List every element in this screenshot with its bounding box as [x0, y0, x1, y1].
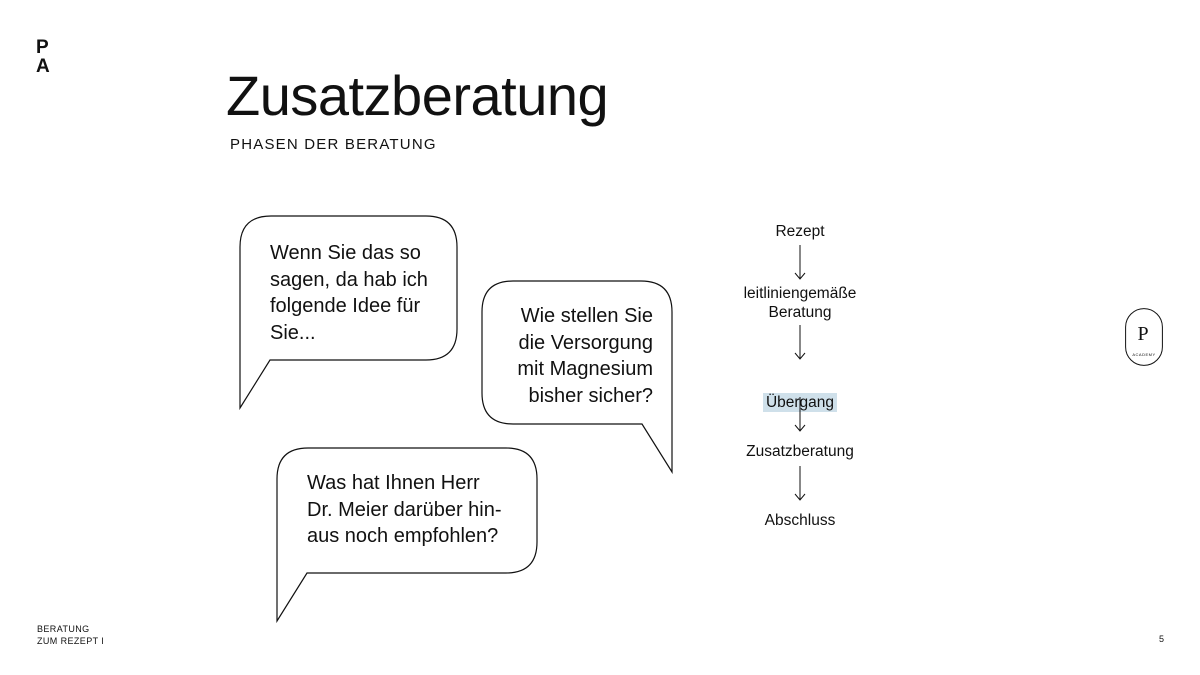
speech-bubble-1: [239, 215, 458, 411]
flow-step-leitliniengemaesse-beratung: leitliniengemäße Beratung: [743, 285, 857, 321]
arrow-down-icon: [794, 397, 806, 432]
speech-bubble-2-text: Wie stellen Sie die Versorgung mit Magne…: [517, 305, 653, 407]
arrow-down-icon: [794, 466, 806, 501]
speech-bubble-1-text: Wenn Sie das so sagen, da hab ich folgen…: [270, 242, 428, 344]
badge-letter: P: [1137, 323, 1148, 345]
academy-badge-icon: P ACADEMY: [1125, 308, 1163, 366]
flow-step-abschluss: Abschluss: [764, 512, 836, 529]
arrow-down-icon: [794, 325, 806, 360]
speech-bubble-3-text: Was hat Ihnen Herr Dr. Meier darüber hin…: [307, 472, 502, 547]
speech-bubble-2: [481, 280, 673, 475]
logo-letter-a: A: [36, 56, 50, 77]
page-number: 5: [1158, 634, 1164, 644]
flow-step-rezept: Rezept: [775, 223, 825, 240]
page-title: Zusatzberatung: [226, 64, 609, 127]
pa-logo: P A: [36, 38, 52, 76]
page-subtitle: PHASEN DER BERATUNG: [230, 136, 437, 153]
logo-letter-p: P: [36, 37, 49, 58]
badge-caption: ACADEMY: [1132, 352, 1155, 357]
arrow-down-icon: [794, 245, 806, 280]
flow-step-zusatzberatung: Zusatzberatung: [746, 443, 854, 460]
speech-bubble-3: [276, 447, 538, 624]
footer-section-label: BERATUNG ZUM REZEPT I: [37, 624, 105, 646]
